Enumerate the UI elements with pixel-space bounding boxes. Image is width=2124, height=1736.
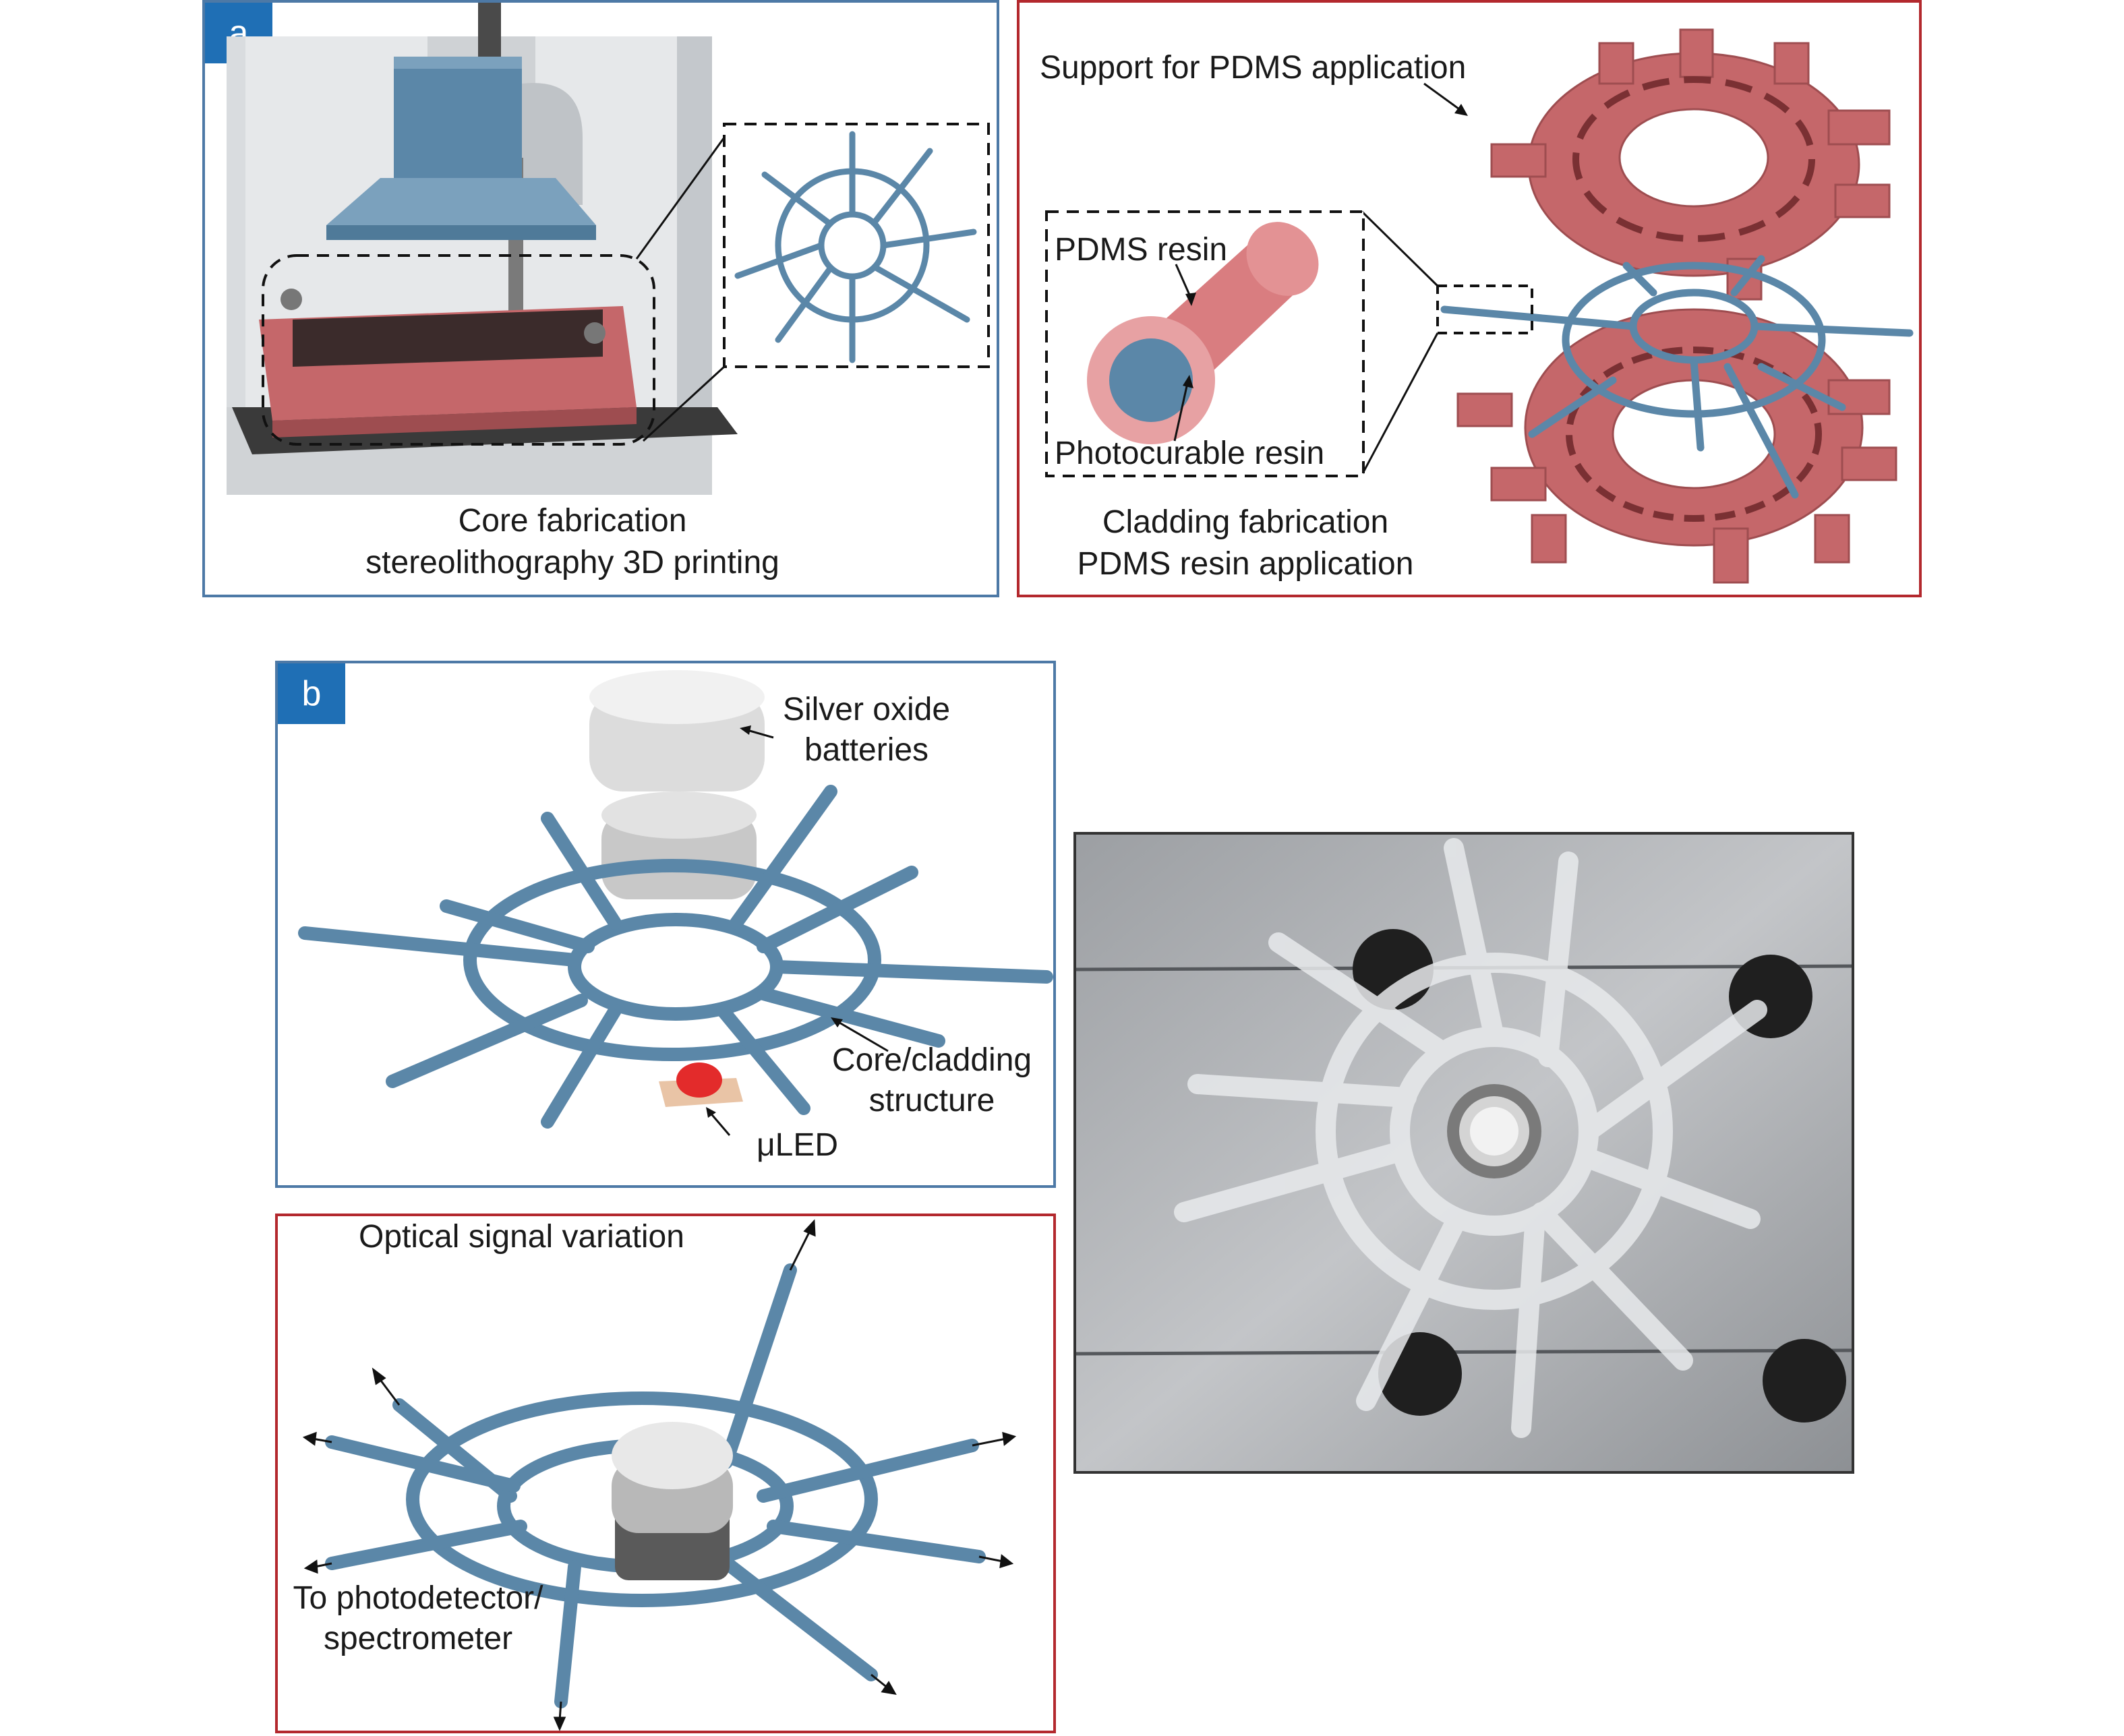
structure-label-line2: structure bbox=[869, 1081, 995, 1120]
detector-label-line2: spectrometer bbox=[324, 1619, 512, 1658]
batteries-label-line2: batteries bbox=[804, 731, 928, 770]
photocurable-label: Photocurable resin bbox=[1055, 434, 1324, 473]
pdms-resin-label: PDMS resin bbox=[1055, 231, 1227, 270]
support-label: Support for PDMS application bbox=[1040, 49, 1466, 88]
core-caption-line2: stereolithography 3D printing bbox=[365, 543, 779, 582]
core-caption-line1: Core fabrication bbox=[459, 502, 687, 541]
structure-label-line1: Core/cladding bbox=[832, 1041, 1032, 1080]
fabricated-device-photo bbox=[1073, 832, 1854, 1474]
panel-b-signal-routing: Optical signal variation To photodetecto… bbox=[275, 1214, 1056, 1733]
panel-a-core-fabrication: a bbox=[202, 0, 999, 597]
detector-label-line1: To photodetector/ bbox=[293, 1579, 543, 1618]
photo-illustration bbox=[1076, 835, 1852, 1471]
uled-label: μLED bbox=[757, 1126, 838, 1165]
cladding-caption-line1: Cladding fabrication bbox=[1102, 503, 1388, 542]
panel-b-device-components: b Silver oxide bbox=[275, 661, 1056, 1188]
cladding-caption-line2: PDMS resin application bbox=[1078, 545, 1414, 584]
batteries-label-line1: Silver oxide bbox=[783, 690, 950, 729]
optical-signal-label: Optical signal variation bbox=[359, 1218, 684, 1257]
panel-a-cladding-fabrication: Support for PDMS application PDMS resin … bbox=[1017, 0, 1922, 597]
